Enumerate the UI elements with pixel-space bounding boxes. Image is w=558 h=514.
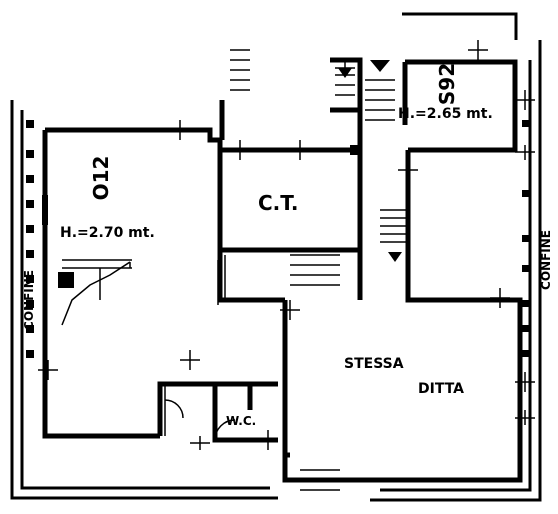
- boiler-room-label: C.T.: [258, 191, 298, 215]
- walls: [42, 57, 523, 483]
- fixtures: [58, 60, 402, 288]
- left-boundary-marks: [26, 120, 48, 358]
- right-neighbor-label: CONFINE: [539, 230, 553, 290]
- room-top-right-code: S92: [435, 63, 459, 105]
- room-top-right-height: H.=2.65 mt.: [398, 106, 493, 122]
- thin-lines: [38, 40, 535, 491]
- room-left-code: O12: [89, 156, 113, 201]
- left-neighbor-label: CONFINE: [22, 270, 36, 330]
- right-boundary-marks: [522, 120, 529, 357]
- main-room-label-line1: STESSA: [344, 356, 404, 372]
- main-room-label-line2: DITTA: [418, 381, 464, 397]
- outer-boundary-lines: [10, 12, 542, 502]
- wc-label: W.C.: [226, 414, 256, 428]
- room-left-height: H.=2.70 mt.: [60, 225, 155, 241]
